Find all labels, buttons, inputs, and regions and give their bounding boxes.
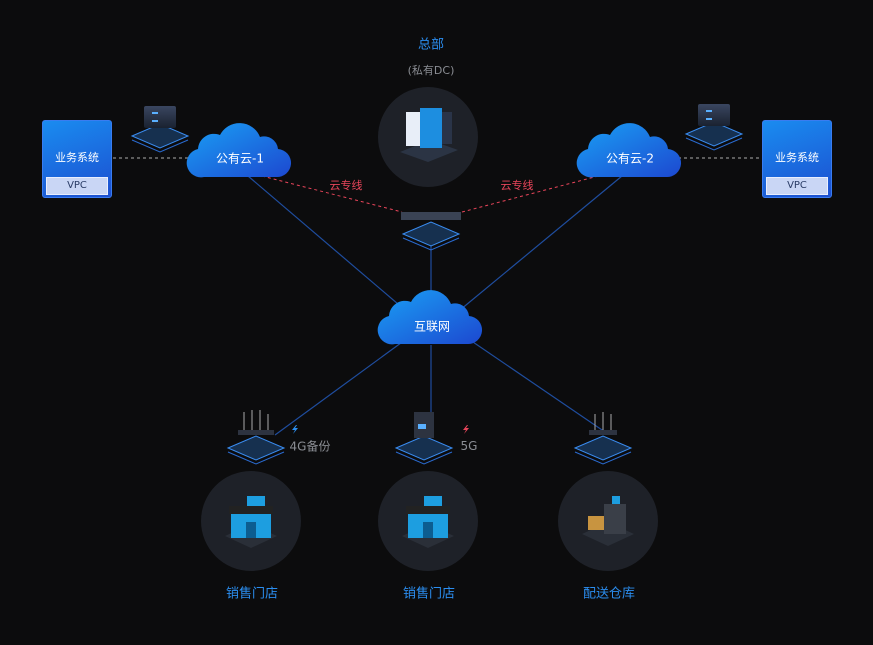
dedicated-line-label-left: 云专线 bbox=[329, 179, 363, 192]
lightning-icon bbox=[463, 425, 469, 434]
business-system-right[interactable]: 业务系统 VPC bbox=[762, 120, 832, 198]
site-label: 销售门店 bbox=[225, 586, 279, 602]
dedicated-line-left bbox=[261, 175, 403, 213]
server-icon bbox=[131, 106, 189, 153]
cloud-internet-label: 互联网 bbox=[413, 319, 451, 334]
cloud-public-2-label: 公有云-2 bbox=[606, 151, 654, 166]
router-icon bbox=[574, 412, 632, 465]
switch-icon bbox=[401, 212, 461, 251]
link-5g-label: 5G bbox=[460, 439, 478, 453]
backup-4g-label: 4G备份 bbox=[289, 439, 331, 454]
cloud-public-1-label: 公有云-1 bbox=[216, 151, 264, 166]
internet-links bbox=[247, 175, 623, 436]
business-system-label: 业务系统 bbox=[775, 151, 819, 164]
server-icon bbox=[685, 104, 743, 151]
vpc-tag: VPC bbox=[46, 177, 108, 195]
hq-subtitle: (私有DC) bbox=[407, 64, 455, 77]
dedicated-line-label-right: 云专线 bbox=[500, 179, 534, 192]
vpc-tag: VPC bbox=[766, 177, 828, 195]
hq-title: 总部 bbox=[417, 37, 445, 53]
router-4g-icon bbox=[227, 410, 285, 465]
datacenter-icon bbox=[400, 108, 458, 162]
gateway-5g-icon bbox=[395, 412, 453, 465]
warehouse-icon bbox=[582, 496, 634, 546]
lightning-icon bbox=[292, 425, 298, 434]
dedicated-line-right bbox=[461, 174, 603, 213]
business-system-left[interactable]: 业务系统 VPC bbox=[42, 120, 112, 198]
site-label: 配送仓库 bbox=[582, 586, 636, 602]
business-system-label: 业务系统 bbox=[55, 151, 99, 164]
site-label: 销售门店 bbox=[402, 586, 456, 602]
